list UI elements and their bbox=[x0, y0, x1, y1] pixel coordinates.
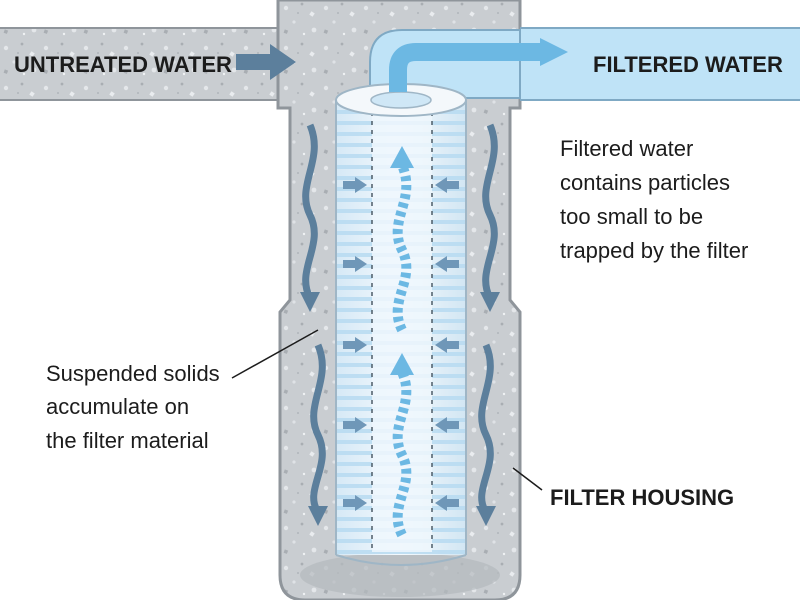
note-line: Filtered water bbox=[560, 136, 693, 161]
wavy-arrow-down-icon bbox=[308, 343, 328, 526]
filter-housing-label: FILTER HOUSING bbox=[550, 485, 734, 510]
down-flow-arrows bbox=[300, 123, 500, 526]
arrow-inward-icon bbox=[435, 417, 459, 433]
suspended-solids-note: Suspended solids accumulate on the filte… bbox=[46, 361, 220, 453]
wavy-arrow-down-icon bbox=[476, 343, 496, 526]
filter-housing-leader bbox=[512, 467, 543, 491]
arrow-inward-icon bbox=[435, 337, 459, 353]
untreated-water-label: UNTREATED WATER bbox=[14, 52, 232, 77]
wavy-arrow-down-icon bbox=[480, 123, 500, 312]
note-line: trapped by the filter bbox=[560, 238, 748, 263]
arrow-inward-icon bbox=[343, 417, 367, 433]
note-line: accumulate on bbox=[46, 394, 189, 419]
inward-flow-arrows bbox=[343, 177, 459, 511]
up-flow-arrows bbox=[390, 146, 414, 538]
suspended-solids-leader bbox=[231, 329, 319, 379]
arrow-inward-icon bbox=[435, 495, 459, 511]
wavy-arrow-down-icon bbox=[300, 123, 320, 312]
wavy-arrow-up-icon bbox=[390, 146, 414, 333]
arrow-inward-icon bbox=[435, 256, 459, 272]
note-line: too small to be bbox=[560, 204, 703, 229]
note-line: the filter material bbox=[46, 428, 209, 453]
arrow-inward-icon bbox=[343, 495, 367, 511]
outflow-arrow-icon bbox=[389, 38, 568, 92]
note-line: contains particles bbox=[560, 170, 730, 195]
arrow-inward-icon bbox=[343, 337, 367, 353]
note-line: Suspended solids bbox=[46, 361, 220, 386]
inflow-arrow-icon bbox=[236, 44, 296, 80]
arrow-inward-icon bbox=[343, 177, 367, 193]
arrow-inward-icon bbox=[343, 256, 367, 272]
filtered-water-note: Filtered water contains particles too sm… bbox=[560, 136, 748, 263]
wavy-arrow-up-icon bbox=[390, 353, 414, 538]
filtered-water-label: FILTERED WATER bbox=[593, 52, 783, 77]
arrow-inward-icon bbox=[435, 177, 459, 193]
